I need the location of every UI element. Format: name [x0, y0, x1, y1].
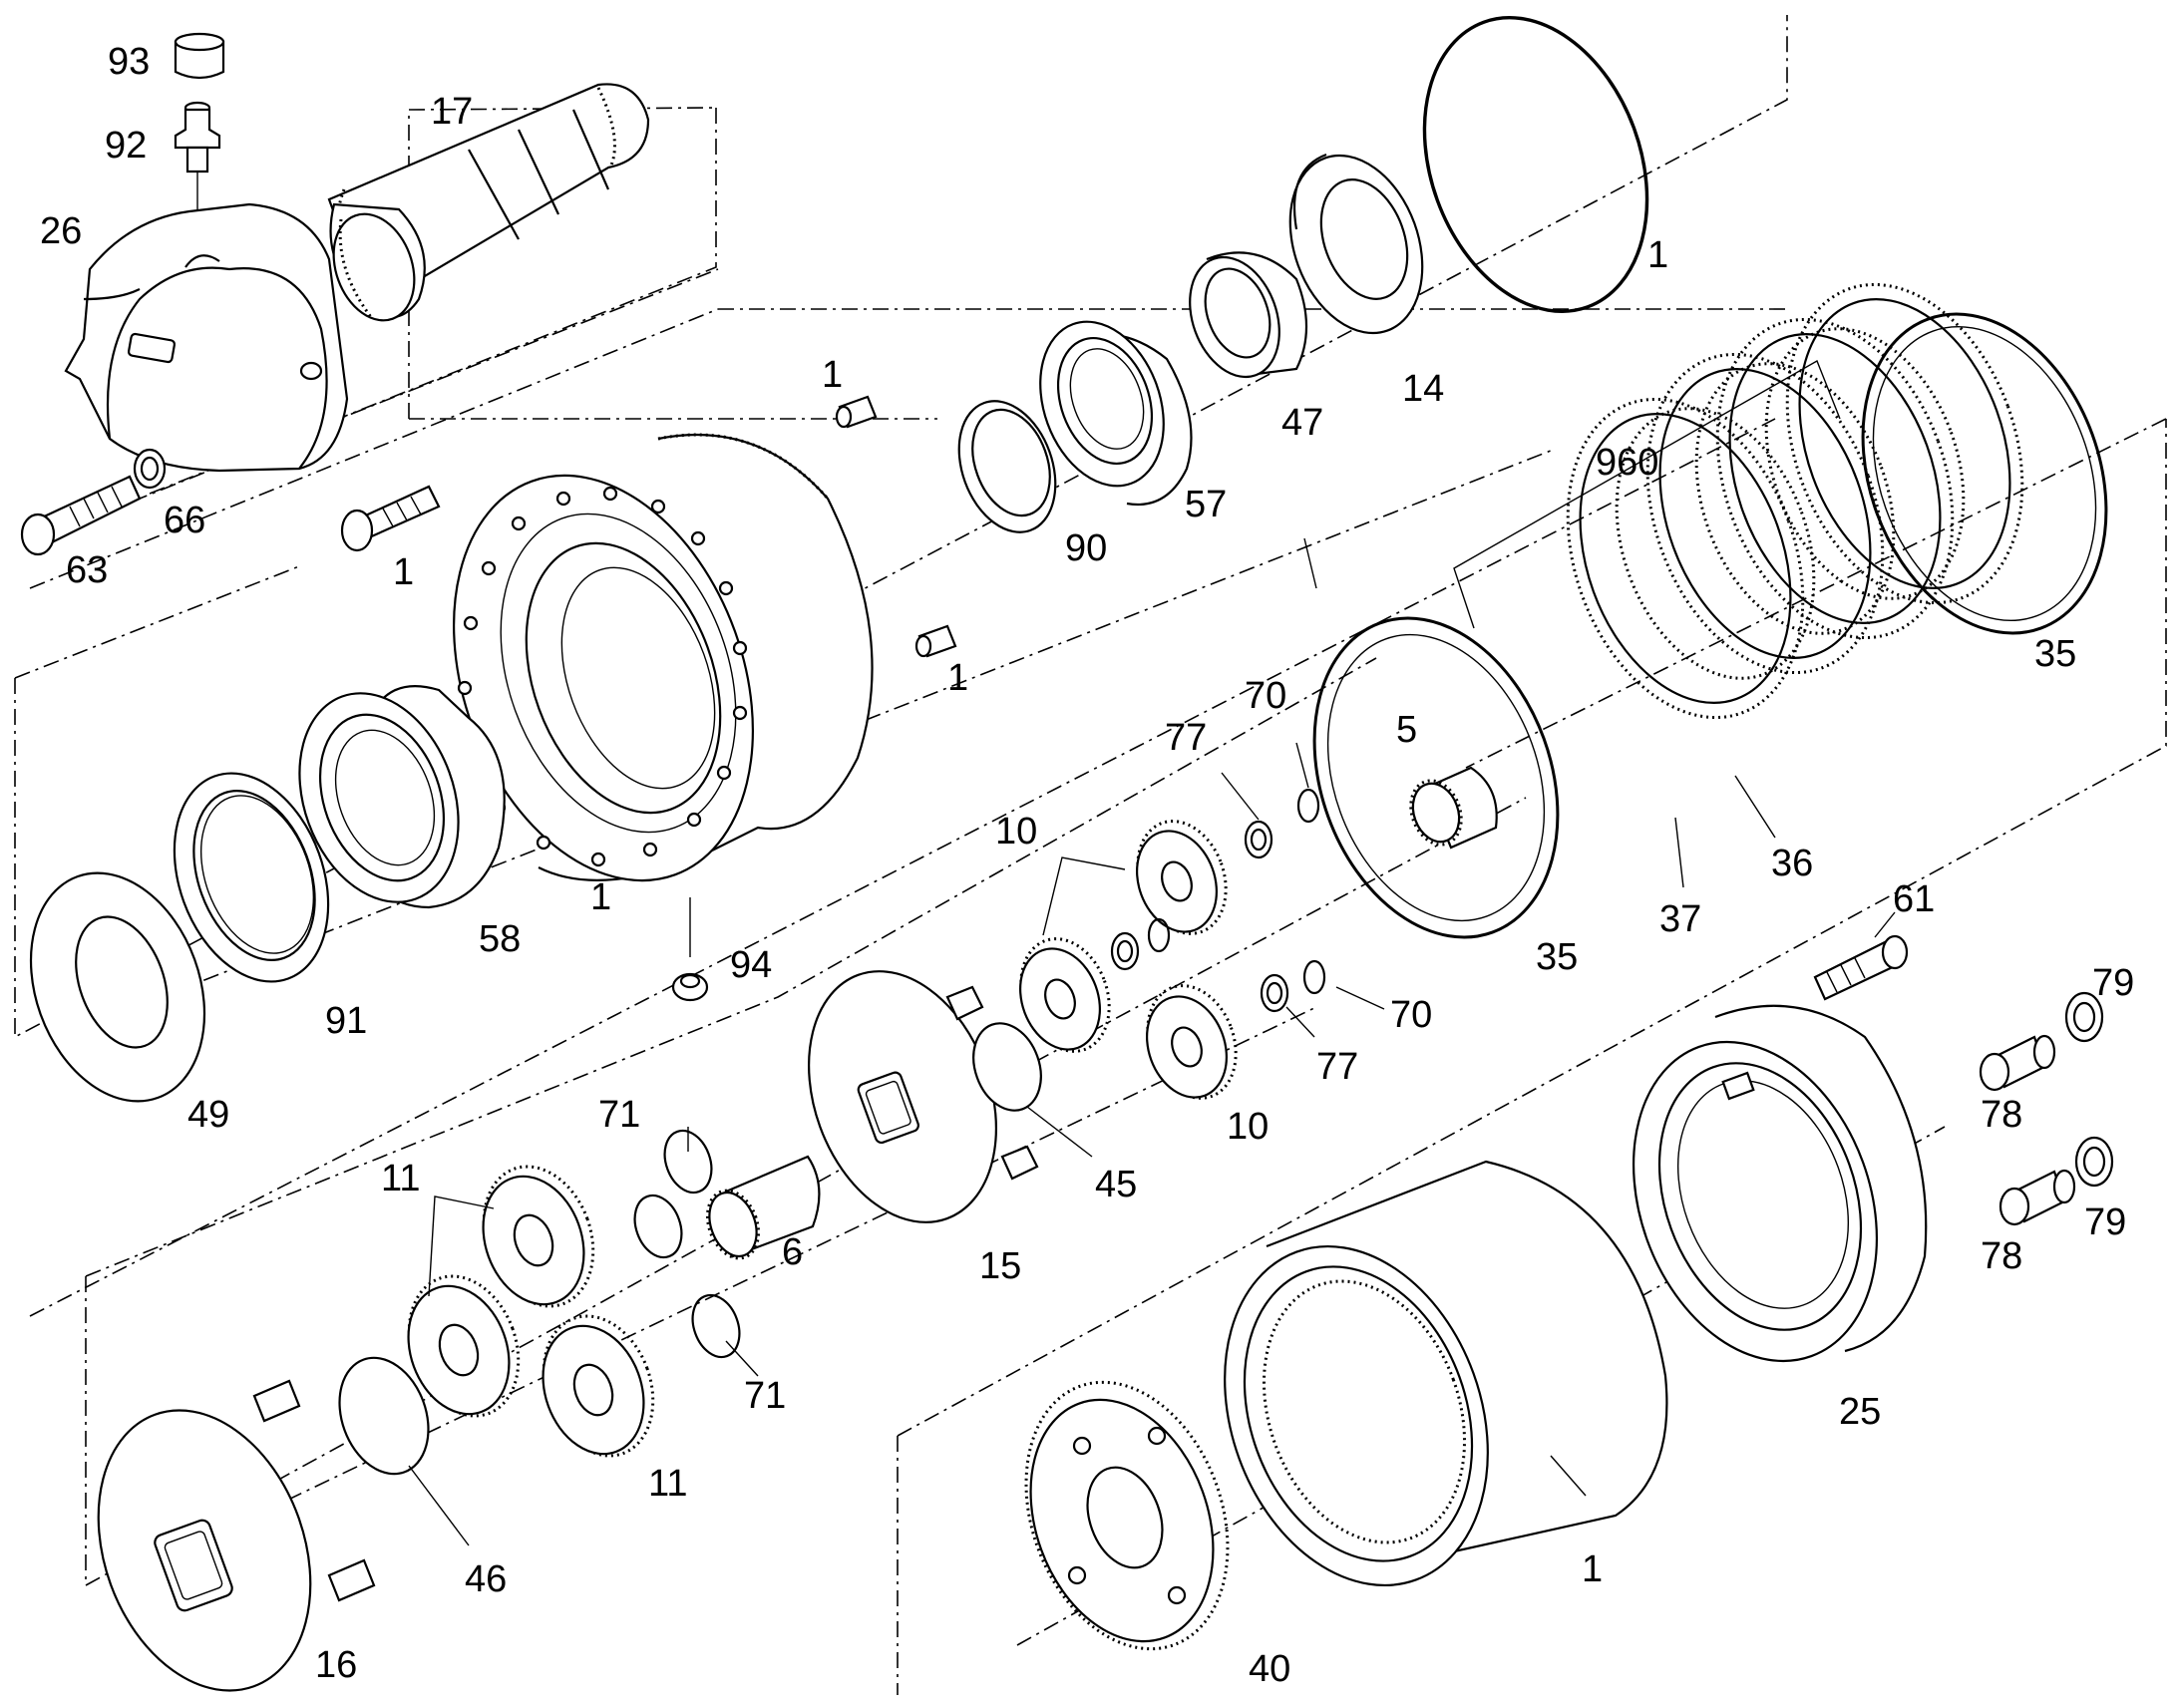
seal-47 — [1189, 251, 1308, 379]
planet-gear-10-top — [1136, 820, 1228, 935]
callout-1-bolt: 1 — [393, 551, 414, 593]
callout-49: 49 — [187, 1094, 229, 1136]
callout-14: 14 — [1402, 368, 1444, 410]
seal-90 — [957, 400, 1057, 533]
leader-11-top — [428, 1196, 495, 1297]
housing-1 — [453, 433, 874, 882]
cap-93 — [174, 32, 225, 80]
callout-93: 93 — [108, 41, 150, 83]
ring-35-lower — [1312, 616, 1560, 939]
callout-90: 90 — [1065, 527, 1107, 569]
callout-15: 15 — [979, 1245, 1021, 1287]
callout-63: 63 — [66, 549, 108, 591]
planet-gear-11-low — [542, 1314, 655, 1458]
callout-91: 91 — [325, 1000, 367, 1042]
motor-cover-26 — [64, 202, 349, 473]
flange-14 — [1288, 153, 1424, 335]
leader-misc — [1303, 537, 1317, 589]
planet-gear-11-top — [482, 1165, 595, 1308]
callout-37: 37 — [1659, 898, 1701, 940]
plug-94 — [671, 897, 709, 1002]
bolt-63 — [20, 475, 142, 556]
callout-66: 66 — [164, 500, 205, 541]
snap-rings-70 — [1147, 742, 1385, 1010]
ring-79-lower — [2074, 1136, 2114, 1188]
callout-11-upper: 11 — [381, 1158, 420, 1199]
callout-1-pin-lower: 1 — [947, 657, 968, 699]
callout-labels: 93 92 17 26 1 1 1 1 1 1 14 47 57 90 66 6… — [40, 41, 2134, 1690]
washer-66 — [133, 448, 167, 490]
callout-1-drum: 1 — [1582, 1548, 1603, 1590]
fitting-78-upper — [1979, 1034, 2056, 1092]
callout-16: 16 — [315, 1644, 357, 1686]
ring-79-upper — [2064, 991, 2104, 1043]
callout-10-upper: 10 — [995, 811, 1037, 853]
callout-71-upper: 71 — [598, 1094, 640, 1136]
callout-77-upper: 77 — [1165, 717, 1207, 759]
callout-77-lower: 77 — [1316, 1046, 1358, 1088]
carrier-15 — [808, 970, 1039, 1223]
callout-78-upper: 78 — [1981, 1094, 2022, 1136]
fitting-92 — [174, 101, 221, 259]
disc-pack-960 — [1453, 282, 2024, 888]
leader-10-top — [1042, 856, 1126, 936]
bolt-61 — [1813, 911, 1909, 1001]
fitting-78-lower — [1998, 1169, 2076, 1226]
ring-49 — [29, 871, 206, 1103]
callout-70-lower: 70 — [1390, 994, 1432, 1036]
callout-26: 26 — [40, 210, 82, 252]
disc-45 — [972, 1022, 1093, 1158]
callout-61: 61 — [1893, 878, 1935, 920]
seal-91 — [173, 772, 330, 983]
input-shaft-17 — [327, 83, 650, 322]
ring-gear-drum-1 — [1224, 1160, 1668, 1587]
callout-45: 45 — [1095, 1164, 1137, 1205]
spline-shaft-6 — [705, 1155, 821, 1260]
callout-78-lower: 78 — [1981, 1235, 2022, 1277]
callout-35-lower: 35 — [1536, 936, 1578, 978]
planet-gear-11-mid — [407, 1274, 521, 1418]
brake-housing-25 — [1632, 1004, 1928, 1363]
bearing-58 — [298, 685, 506, 909]
ring-35-upper — [1861, 312, 2108, 635]
pin-1-lower — [914, 624, 957, 658]
callout-57: 57 — [1185, 484, 1227, 525]
planet-gear-10-low — [1146, 984, 1238, 1100]
callout-79-lower: 79 — [2084, 1201, 2126, 1243]
callout-40: 40 — [1249, 1648, 1290, 1690]
callout-1-pin-upper: 1 — [822, 354, 843, 396]
washers-77 — [1110, 772, 1315, 1038]
callout-92: 92 — [105, 125, 147, 167]
callout-71-lower: 71 — [744, 1375, 786, 1417]
callout-58: 58 — [479, 918, 521, 960]
callout-47: 47 — [1281, 402, 1323, 444]
carrier-16 — [97, 1379, 376, 1692]
callout-11-lower: 11 — [648, 1463, 687, 1505]
callout-1-oring: 1 — [1647, 234, 1668, 276]
callout-35-upper: 35 — [2034, 633, 2076, 675]
bolt-1 — [340, 485, 441, 552]
callout-79-upper: 79 — [2092, 962, 2134, 1004]
snap-rings-71 — [633, 1127, 759, 1377]
callout-5: 5 — [1396, 709, 1417, 751]
callout-70-upper: 70 — [1245, 675, 1286, 717]
callout-960: 960 — [1596, 442, 1658, 484]
o-ring-1 — [1422, 16, 1649, 313]
callout-6: 6 — [782, 1231, 803, 1273]
callout-10-lower: 10 — [1227, 1106, 1269, 1148]
callout-1-housing: 1 — [590, 876, 611, 918]
callout-36: 36 — [1771, 843, 1813, 884]
bearing-57 — [1039, 320, 1193, 507]
sun-shaft-5 — [1409, 766, 1498, 850]
callout-94: 94 — [730, 944, 772, 986]
gear-40 — [1024, 1380, 1230, 1651]
callout-46: 46 — [465, 1558, 507, 1600]
callout-17: 17 — [431, 91, 473, 133]
disc-46 — [338, 1356, 470, 1546]
callout-25: 25 — [1839, 1391, 1881, 1433]
pin-1-upper — [835, 395, 878, 429]
